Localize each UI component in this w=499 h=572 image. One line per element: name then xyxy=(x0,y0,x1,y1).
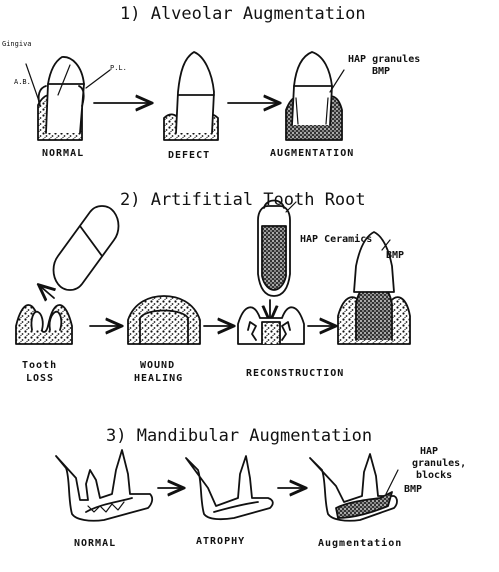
s1-defect-tooth xyxy=(164,52,218,140)
s1-stage-defect: DEFECT xyxy=(168,150,210,161)
s3-atrophy-mandible xyxy=(186,456,273,519)
s3-stage-augmentation: Augmentation xyxy=(318,538,402,549)
s2-extracted-tooth xyxy=(40,206,119,298)
s1-material-line1: HAP granules xyxy=(348,54,420,66)
s2-material-line2: BMP xyxy=(386,250,404,262)
s2-restored-tooth xyxy=(338,232,410,344)
section1-title: 1) Alveolar Augmentation xyxy=(120,4,366,24)
label-periodontal-ligament: P.L. xyxy=(110,64,127,72)
section2-title: 2) Artifitial Tooth Root xyxy=(120,190,366,210)
s2-stage-reconstruction: RECONSTRUCTION xyxy=(246,368,344,379)
s3-stage-normal: NORMAL xyxy=(74,538,116,549)
s2-stage-loss-line1: Tooth xyxy=(22,360,57,371)
s3-material-line1: HAP xyxy=(420,446,438,458)
s3-material-line2: granules, xyxy=(412,458,466,470)
s3-stage-atrophy: ATROPHY xyxy=(196,536,245,547)
s2-reconstruction-socket xyxy=(238,307,304,344)
s3-material-line3: blocks xyxy=(416,470,452,482)
s2-tooth-loss-socket xyxy=(16,305,72,344)
label-alveolar-bone: A.B. xyxy=(14,78,31,86)
s3-material-line4: BMP xyxy=(404,484,422,496)
s1-material-line2: BMP xyxy=(372,66,390,78)
s2-wound-healing xyxy=(128,296,200,344)
s3-augmented-mandible xyxy=(310,454,398,521)
section3-title: 3) Mandibular Augmentation xyxy=(106,426,372,446)
label-gingiva: Gingiva xyxy=(2,40,32,48)
s2-stage-healing-line2: HEALING xyxy=(134,373,183,384)
s1-augmented-tooth xyxy=(286,52,344,140)
s1-stage-normal: NORMAL xyxy=(42,148,84,159)
s1-stage-augmentation: AUGMENTATION xyxy=(270,148,354,159)
s2-material-line1: HAP Ceramics xyxy=(300,234,372,246)
s1-normal-tooth xyxy=(26,57,110,140)
s2-hap-implant xyxy=(258,201,296,297)
s2-stage-loss-line2: LOSS xyxy=(26,373,54,384)
s2-stage-healing-line1: WOUND xyxy=(140,360,175,371)
s3-normal-mandible xyxy=(56,450,152,521)
